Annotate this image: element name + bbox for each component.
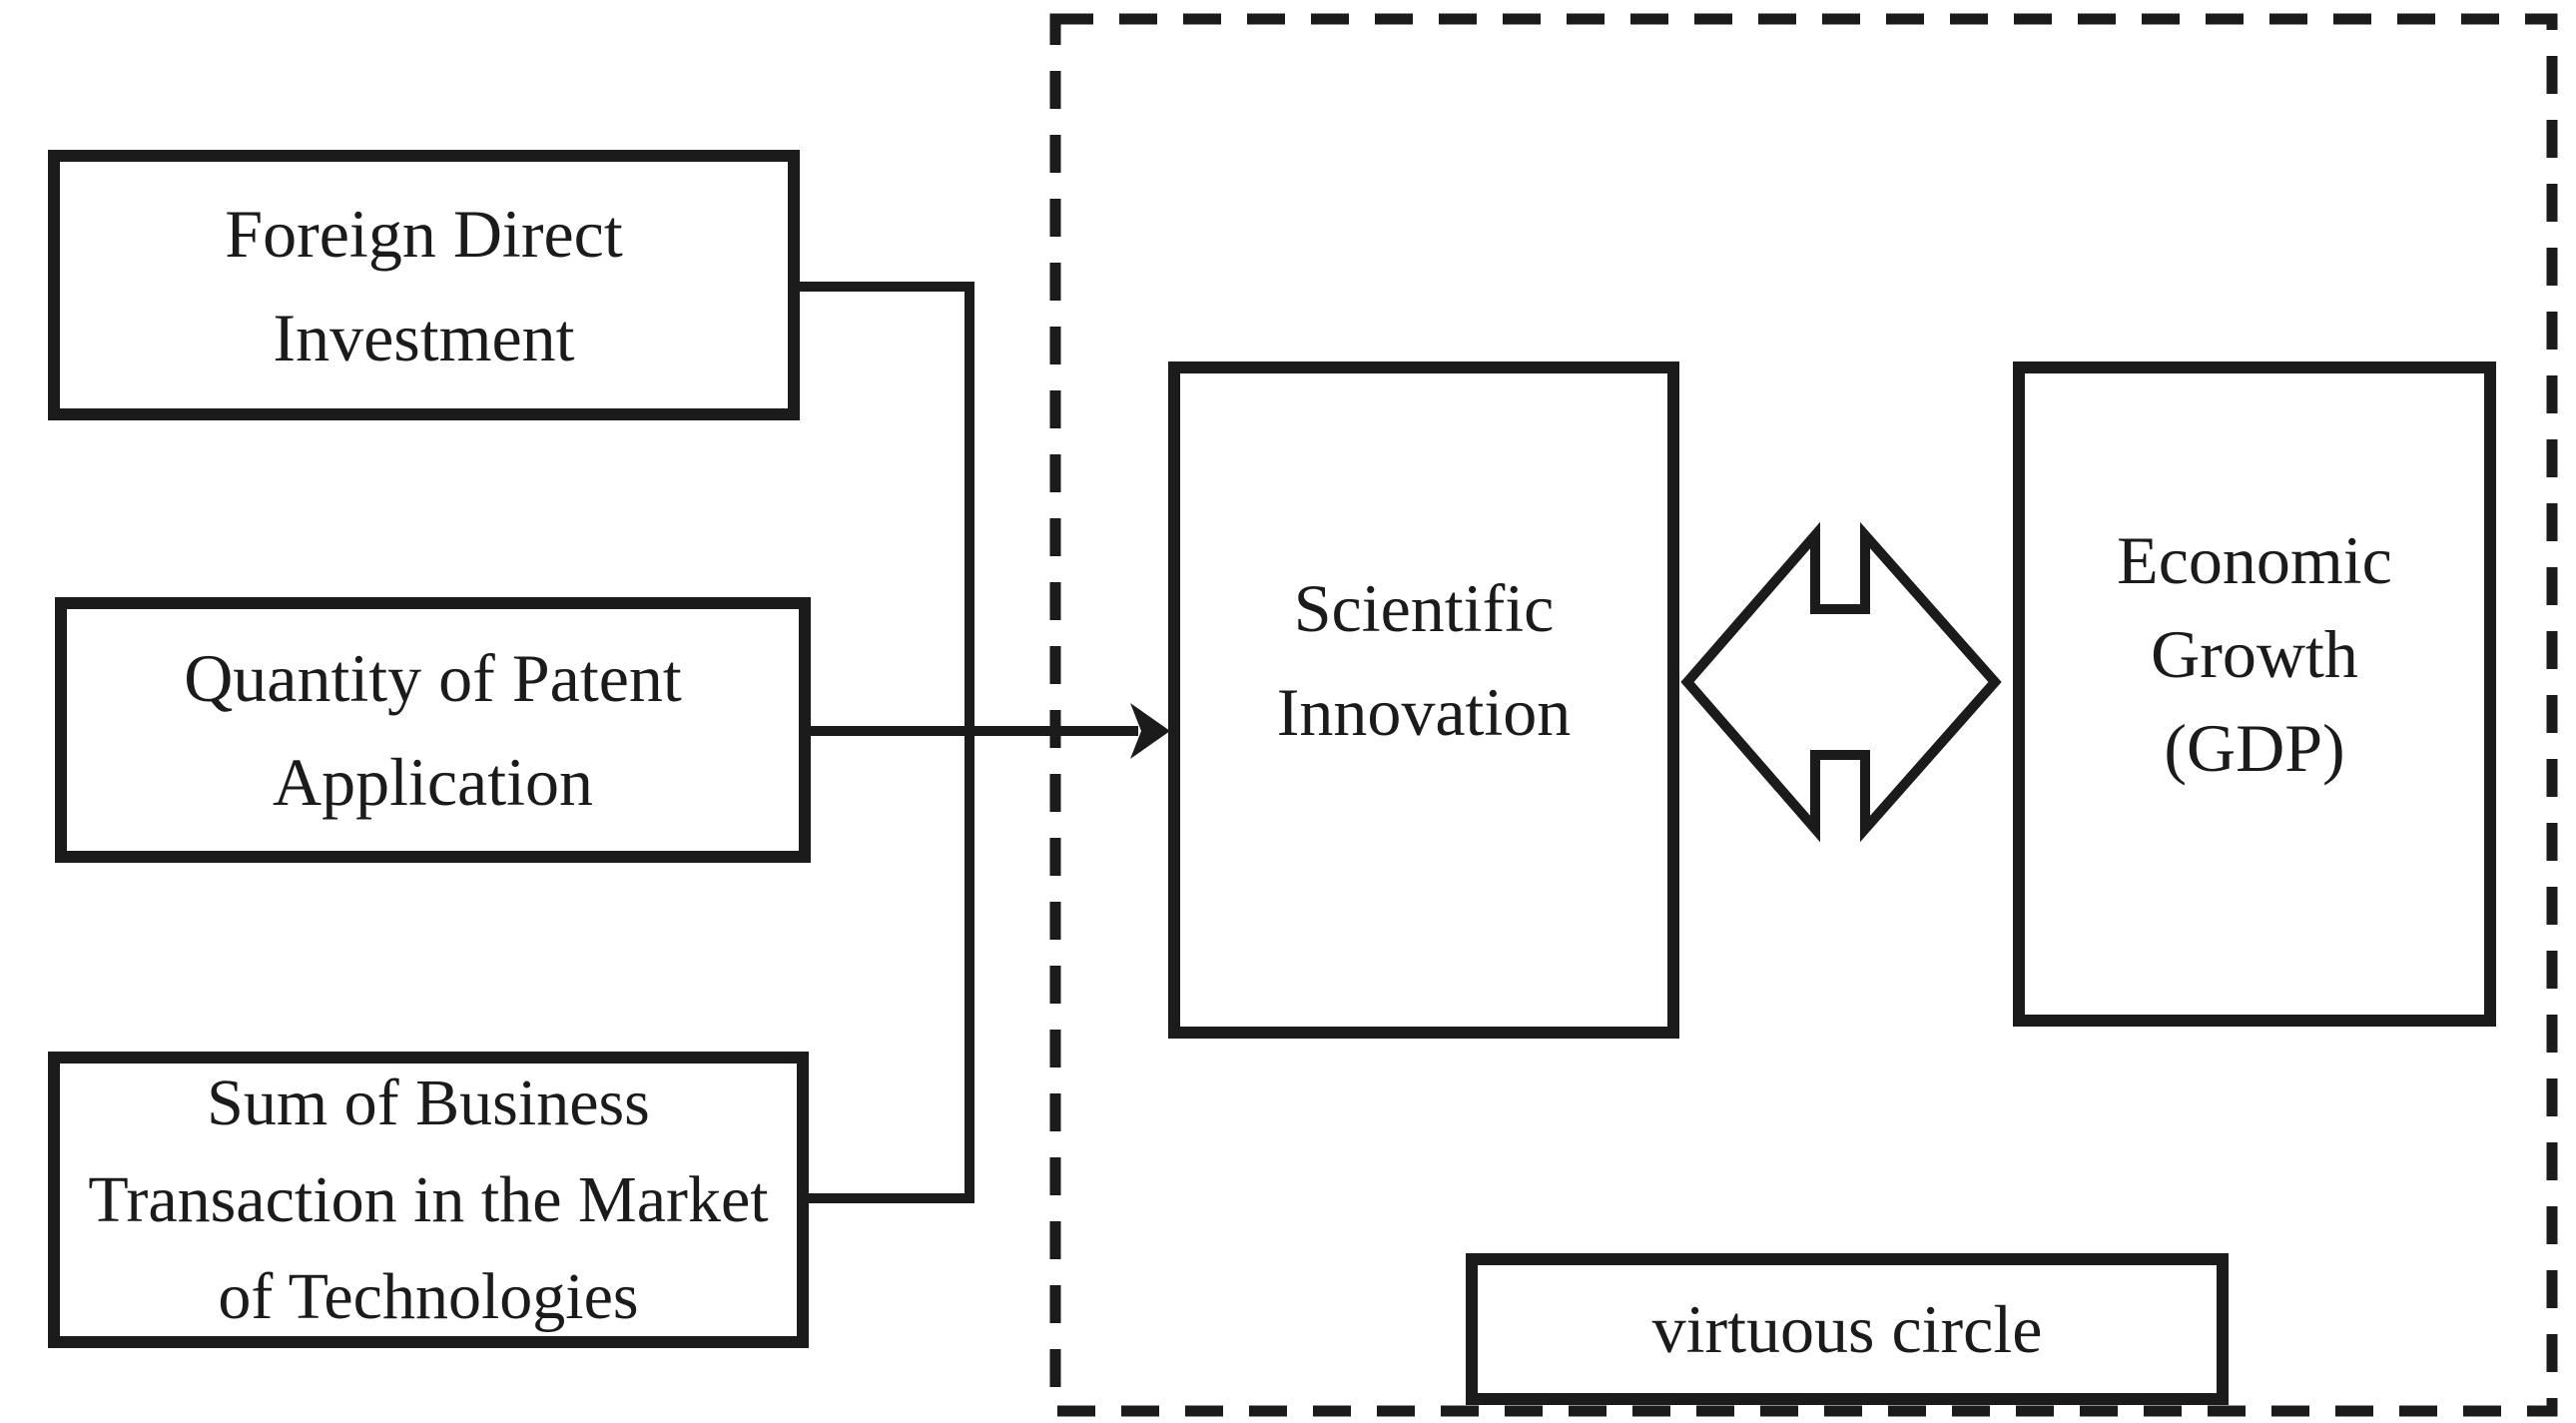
box-label-line: (GDP) — [2164, 710, 2345, 786]
caption-label: virtuous circle — [1651, 1291, 2043, 1367]
box-economic-growth: Economic Growth (GDP) — [2013, 361, 2496, 1027]
box-foreign-direct-investment: Foreign Direct Investment — [48, 150, 800, 420]
box-label-line: Investment — [273, 299, 575, 375]
dashed-loop-boundary — [1049, 13, 2558, 1417]
box-label-line: Quantity of Patent — [184, 640, 682, 716]
box-technology-market: Sum of Business Transaction in the Marke… — [48, 1052, 809, 1348]
box-virtuous-circle: virtuous circle — [1466, 1253, 2229, 1405]
box-label-line: of Technologies — [218, 1260, 639, 1333]
box-label-line: Transaction in the Market — [88, 1163, 769, 1236]
box-label-line: Sum of Business — [207, 1067, 650, 1139]
box-patent-applications: Quantity of Patent Application — [55, 597, 811, 863]
box-label-line: Foreign Direct — [225, 195, 623, 272]
input-arrowhead-icon — [1130, 703, 1170, 759]
bidirectional-arrow-icon — [1680, 521, 2002, 843]
box-label-line: Scientific — [1293, 570, 1555, 646]
box-label-line: Innovation — [1276, 674, 1572, 750]
box-scientific-innovation: Scientific Innovation — [1168, 361, 1679, 1039]
box-label-line: Economic — [2117, 522, 2392, 598]
box-label-line: Growth — [2151, 616, 2358, 692]
box-label-line: Application — [272, 744, 594, 820]
